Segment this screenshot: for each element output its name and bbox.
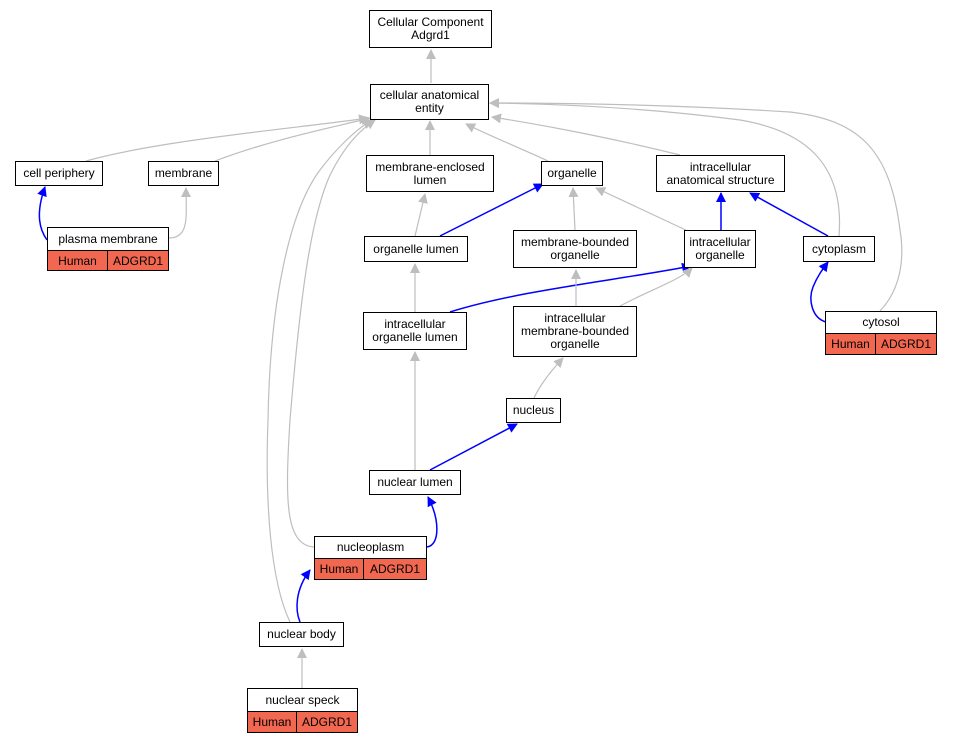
edge-mbo-to-organelle <box>568 187 579 231</box>
annotation-gene: ADGRD1 <box>364 558 427 580</box>
node-organelle-lumen[interactable]: organelle lumen <box>364 236 468 262</box>
edge-nucleoplasm-to-nuclear-lumen <box>426 496 438 548</box>
node-label: nucleoplasm <box>336 540 405 554</box>
node-label: organelle lumen <box>372 330 458 344</box>
edge-organelle-lumen-to-organelle <box>439 183 544 237</box>
edge-nucleoplasm-to-cae <box>286 119 376 548</box>
node-label: lumen <box>413 172 447 187</box>
node-label: organelle <box>695 248 745 262</box>
annotation-species: Human <box>825 333 876 355</box>
node-label: organelle <box>550 337 600 351</box>
node-label: nucleus <box>512 403 555 417</box>
edge-cytosol-to-cytoplasm <box>810 261 829 323</box>
node-label: organelle <box>547 166 597 180</box>
edge-plasma-membrane-to-cell-periphery <box>37 186 48 241</box>
node-cell-periphery[interactable]: cell periphery <box>15 161 103 186</box>
node-label: organelle lumen <box>373 241 459 256</box>
node-label: intracellular <box>689 235 751 249</box>
annotation-species: Human <box>314 558 364 580</box>
node-label: membrane <box>154 166 213 180</box>
node-label: cellular anatomical <box>379 88 480 102</box>
annotation-species: Human <box>247 711 297 733</box>
node-nuclear-body[interactable]: nuclear body <box>259 622 344 647</box>
node-label: intracellular <box>384 317 446 331</box>
node-plasma-membrane[interactable]: plasma membrane <box>47 227 169 251</box>
node-nucleus[interactable]: nucleus <box>506 398 561 423</box>
node-label: membrane-bounded <box>520 235 630 249</box>
node-nuclear-speck[interactable]: nuclear speck <box>247 688 358 712</box>
edge-cell-periphery-to-cae <box>85 114 369 162</box>
node-label: membrane-enclosed <box>375 159 485 174</box>
node-label: cytosol <box>862 315 900 329</box>
node-membrane[interactable]: membrane <box>148 161 219 186</box>
edge-plasma-membrane-to-membrane <box>168 187 192 239</box>
node-label: intracellular <box>689 159 752 174</box>
node-label: Cellular Component <box>377 15 484 29</box>
annotation-gene: ADGRD1 <box>297 711 358 733</box>
edge-organelle-to-cae <box>465 123 549 162</box>
annotation-gene: ADGRD1 <box>108 250 169 271</box>
node-nuclear-lumen[interactable]: nuclear lumen <box>369 470 461 495</box>
node-label: nuclear body <box>267 627 336 641</box>
edge-io-to-organelle <box>595 187 691 233</box>
node-label: anatomical structure <box>666 172 775 187</box>
edge-ias-to-cae <box>491 113 681 156</box>
edge-cytosol-to-cae <box>489 98 903 312</box>
annotation-gene: ADGRD1 <box>876 333 937 355</box>
edge-cytoplasm-to-ias <box>749 192 829 237</box>
edge-nuclear-body-to-cae <box>266 119 373 623</box>
node-organelle[interactable]: organelle <box>541 161 603 186</box>
node-label: Adgrd1 <box>411 28 450 42</box>
node-label: entity <box>415 101 444 115</box>
node-cytoplasm[interactable]: cytoplasm <box>803 236 875 262</box>
edge-cytoplasm-to-cae <box>489 98 841 237</box>
annotation-species: Human <box>47 250 108 271</box>
edge-membrane-to-cae <box>214 115 371 162</box>
edge-organelle-lumen-to-mel <box>414 193 428 237</box>
node-label: cytoplasm <box>811 241 867 256</box>
node-label: organelle <box>550 248 600 262</box>
edge-iol-to-io <box>449 262 692 313</box>
edge-imbo-to-io <box>619 267 693 307</box>
node-label: nuclear lumen <box>377 475 453 489</box>
node-label: plasma membrane <box>58 231 158 246</box>
node-nucleoplasm[interactable]: nucleoplasm <box>314 536 427 559</box>
node-label: intracellular <box>544 311 606 325</box>
node-label: membrane-bounded <box>520 324 630 338</box>
edge-nuclear-body-to-nucleoplasm <box>296 569 311 623</box>
edge-nuclear-lumen-to-nucleus <box>429 423 518 471</box>
edge-nucleus-to-imbo <box>533 357 564 399</box>
node-label: cell periphery <box>23 166 95 180</box>
node-label: nuclear speck <box>265 692 340 707</box>
node-cytosol[interactable]: cytosol <box>825 311 937 334</box>
